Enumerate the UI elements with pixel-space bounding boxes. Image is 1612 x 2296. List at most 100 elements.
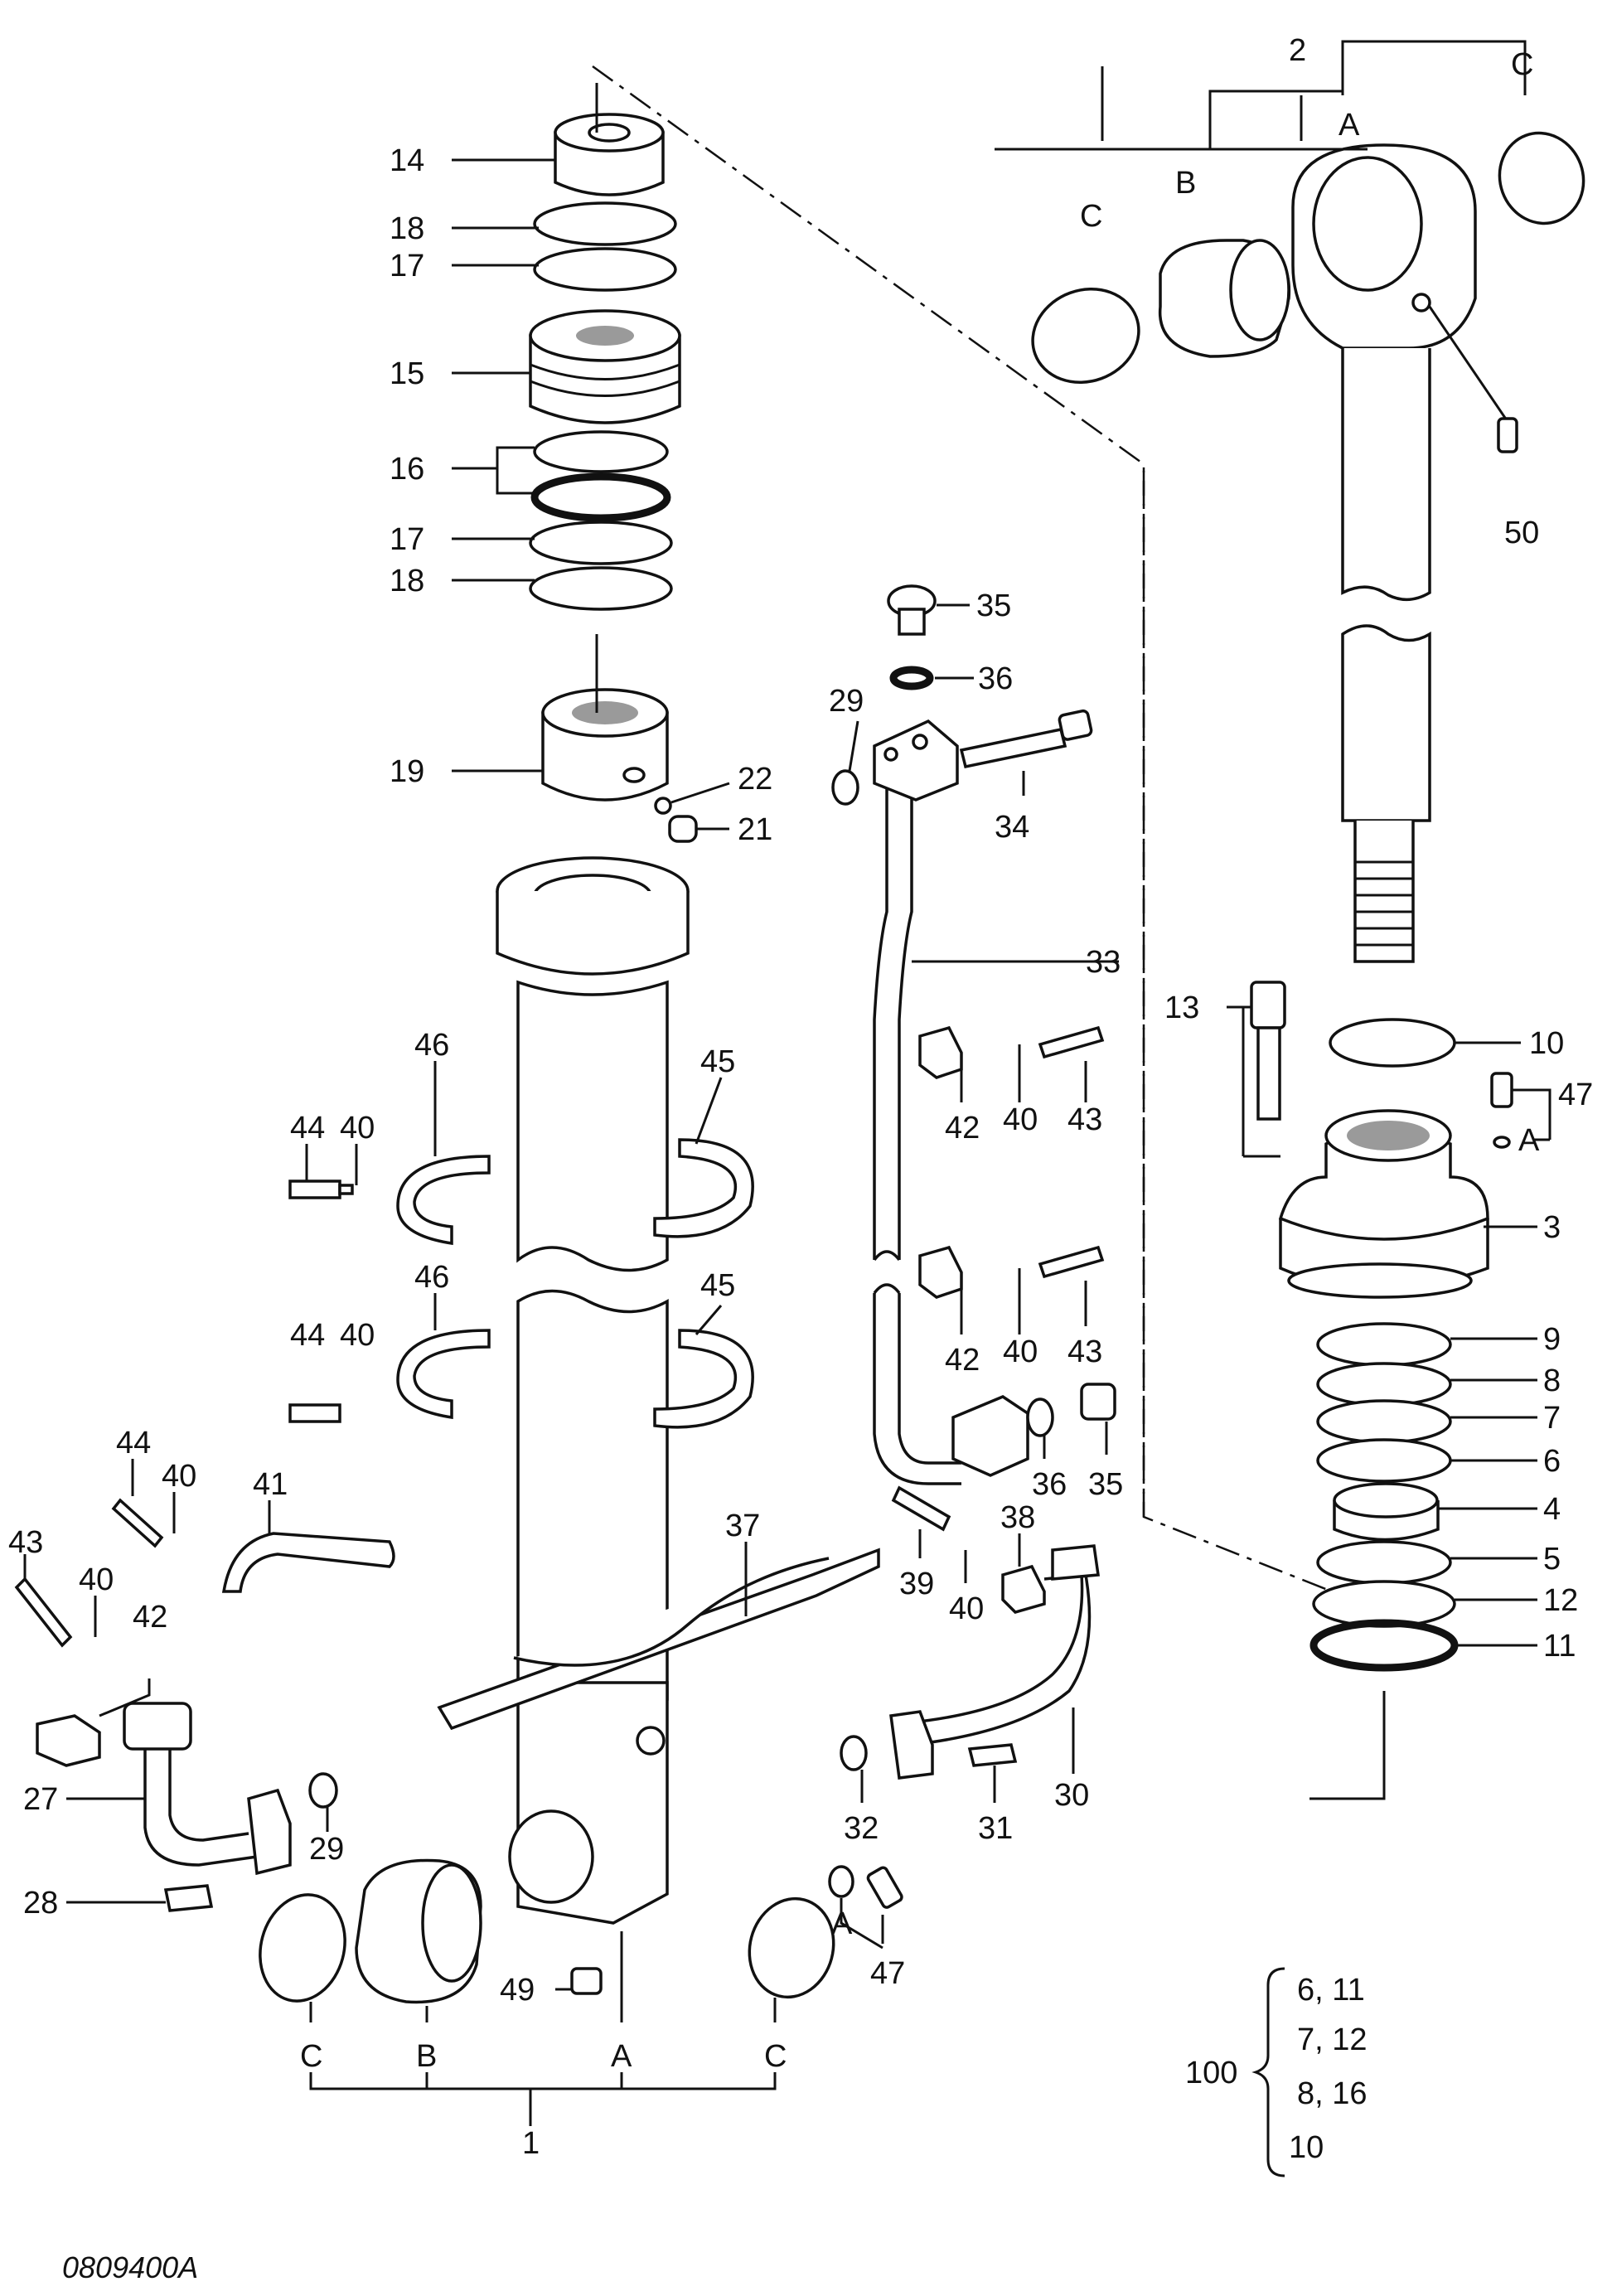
callout: 40 — [162, 1459, 196, 1494]
callout: C — [1080, 199, 1102, 234]
callout: 42 — [945, 1343, 980, 1378]
seal-kit-row: 10 — [1289, 2130, 1324, 2165]
callout: 40 — [1003, 1334, 1038, 1369]
part-8-seal — [1316, 1362, 1452, 1407]
part-28-bolt — [163, 1884, 214, 1912]
part-42-block-lower — [36, 1714, 101, 1767]
part-7-seal — [1316, 1399, 1452, 1444]
callout: 40 — [340, 1111, 375, 1146]
part-6-seal — [1316, 1438, 1452, 1483]
callout: 1 — [522, 2126, 540, 2161]
part-9-seal — [1316, 1322, 1452, 1367]
part-3-head — [1278, 1109, 1489, 1299]
piston-stack — [529, 83, 698, 843]
part-17-ring-bottom — [529, 521, 673, 565]
callout: 28 — [23, 1886, 58, 1921]
callout: B — [416, 2039, 437, 2074]
part-29-oring-top — [831, 769, 859, 806]
callout: 19 — [390, 754, 424, 789]
callout: 46 — [414, 1028, 449, 1063]
clamp-set-lower — [288, 1245, 1105, 1429]
callout: 35 — [976, 589, 1011, 623]
callout: 27 — [23, 1782, 58, 1817]
callout: 33 — [1086, 945, 1121, 980]
callout: 32 — [844, 1811, 879, 1846]
callout: 21 — [738, 812, 772, 847]
part-30-pipe — [889, 1544, 1100, 1780]
callout: 29 — [829, 684, 864, 719]
callout: 7 — [1543, 1401, 1561, 1436]
block-top-34 — [873, 719, 959, 802]
callout: 3 — [1543, 1210, 1561, 1245]
callout: A — [611, 2039, 632, 2074]
callout-labels: 14 18 17 15 16 17 18 19 22 21 35 36 29 3… — [8, 33, 1593, 2161]
callout: 46 — [414, 1260, 449, 1295]
part-17-ring-top — [533, 247, 677, 292]
part-21-plug — [668, 815, 698, 843]
callout: 40 — [949, 1591, 984, 1626]
seal-kit-row: 7, 12 — [1297, 2022, 1368, 2057]
part-5-ring — [1316, 1540, 1452, 1585]
callout: 50 — [1504, 516, 1539, 550]
part-16-ring — [533, 430, 669, 473]
callout: 15 — [390, 356, 424, 391]
callout: 18 — [390, 211, 424, 246]
callout: A — [1338, 108, 1360, 143]
part-c-ring-right — [1498, 131, 1585, 225]
part-4-bushing — [1333, 1482, 1440, 1542]
part-bushing-b-top — [1158, 239, 1291, 358]
part-43-bolt-lower — [1038, 1245, 1105, 1279]
callout: 44 — [290, 1111, 325, 1146]
part-35-plug-bottom — [1080, 1383, 1116, 1421]
callout: 45 — [700, 1044, 735, 1079]
callout: 17 — [390, 522, 424, 557]
callout: 38 — [1000, 1500, 1035, 1535]
part-11-oring — [1309, 1619, 1459, 1672]
callout: 11 — [1543, 1629, 1576, 1664]
callout: 6 — [1543, 1444, 1561, 1479]
callout: 37 — [725, 1509, 760, 1543]
callout: 40 — [1003, 1102, 1038, 1137]
part-c-ring-lower-right — [748, 1896, 835, 1999]
cylinder-tube — [496, 856, 690, 1925]
callout: 30 — [1054, 1778, 1089, 1813]
callout: 39 — [899, 1567, 934, 1601]
clamp-set-upper — [288, 1025, 1105, 1246]
part-13-bolt — [1250, 981, 1286, 1121]
cylinder-head-assembly — [1250, 981, 1513, 1800]
callout: 5 — [1543, 1542, 1561, 1577]
part-bushing-b-lower — [355, 1858, 482, 2004]
part-43-bolt-far-left — [14, 1577, 73, 1648]
part-22-ball — [654, 797, 672, 815]
callout: C — [1511, 47, 1533, 82]
callout: 29 — [309, 1832, 344, 1867]
callout: 31 — [978, 1811, 1013, 1846]
callout: 41 — [253, 1467, 288, 1502]
callout: 4 — [1543, 1492, 1561, 1527]
callout: 8 — [1543, 1364, 1561, 1398]
callout: 36 — [978, 661, 1013, 696]
assembly-boundary-lines — [592, 65, 1385, 1614]
seal-kit-row: 6, 11 — [1297, 1973, 1365, 2008]
part-15-piston — [529, 309, 681, 424]
part-44-bolt-upper — [288, 1179, 354, 1199]
callout: 42 — [945, 1111, 980, 1146]
callout: 35 — [1088, 1467, 1123, 1502]
callout: 47 — [870, 1956, 905, 1991]
pipe-33 — [873, 719, 1029, 1485]
part-31-bolt — [967, 1743, 1018, 1767]
part-47-fitting-top — [1490, 1072, 1513, 1149]
callout: 42 — [133, 1600, 167, 1635]
callout: 36 — [1032, 1467, 1067, 1502]
part-16-seal — [530, 472, 671, 522]
part-49-plug — [570, 1967, 603, 1995]
callout: 9 — [1543, 1322, 1561, 1357]
callout: 18 — [390, 564, 424, 598]
callout: 2 — [1289, 33, 1306, 68]
callout: 34 — [995, 810, 1029, 845]
part-c-ring-left — [1031, 287, 1140, 385]
part-47-fitting-lower — [866, 1866, 903, 1909]
part-44-bolt-lower — [288, 1403, 341, 1423]
callout: 40 — [79, 1562, 114, 1597]
